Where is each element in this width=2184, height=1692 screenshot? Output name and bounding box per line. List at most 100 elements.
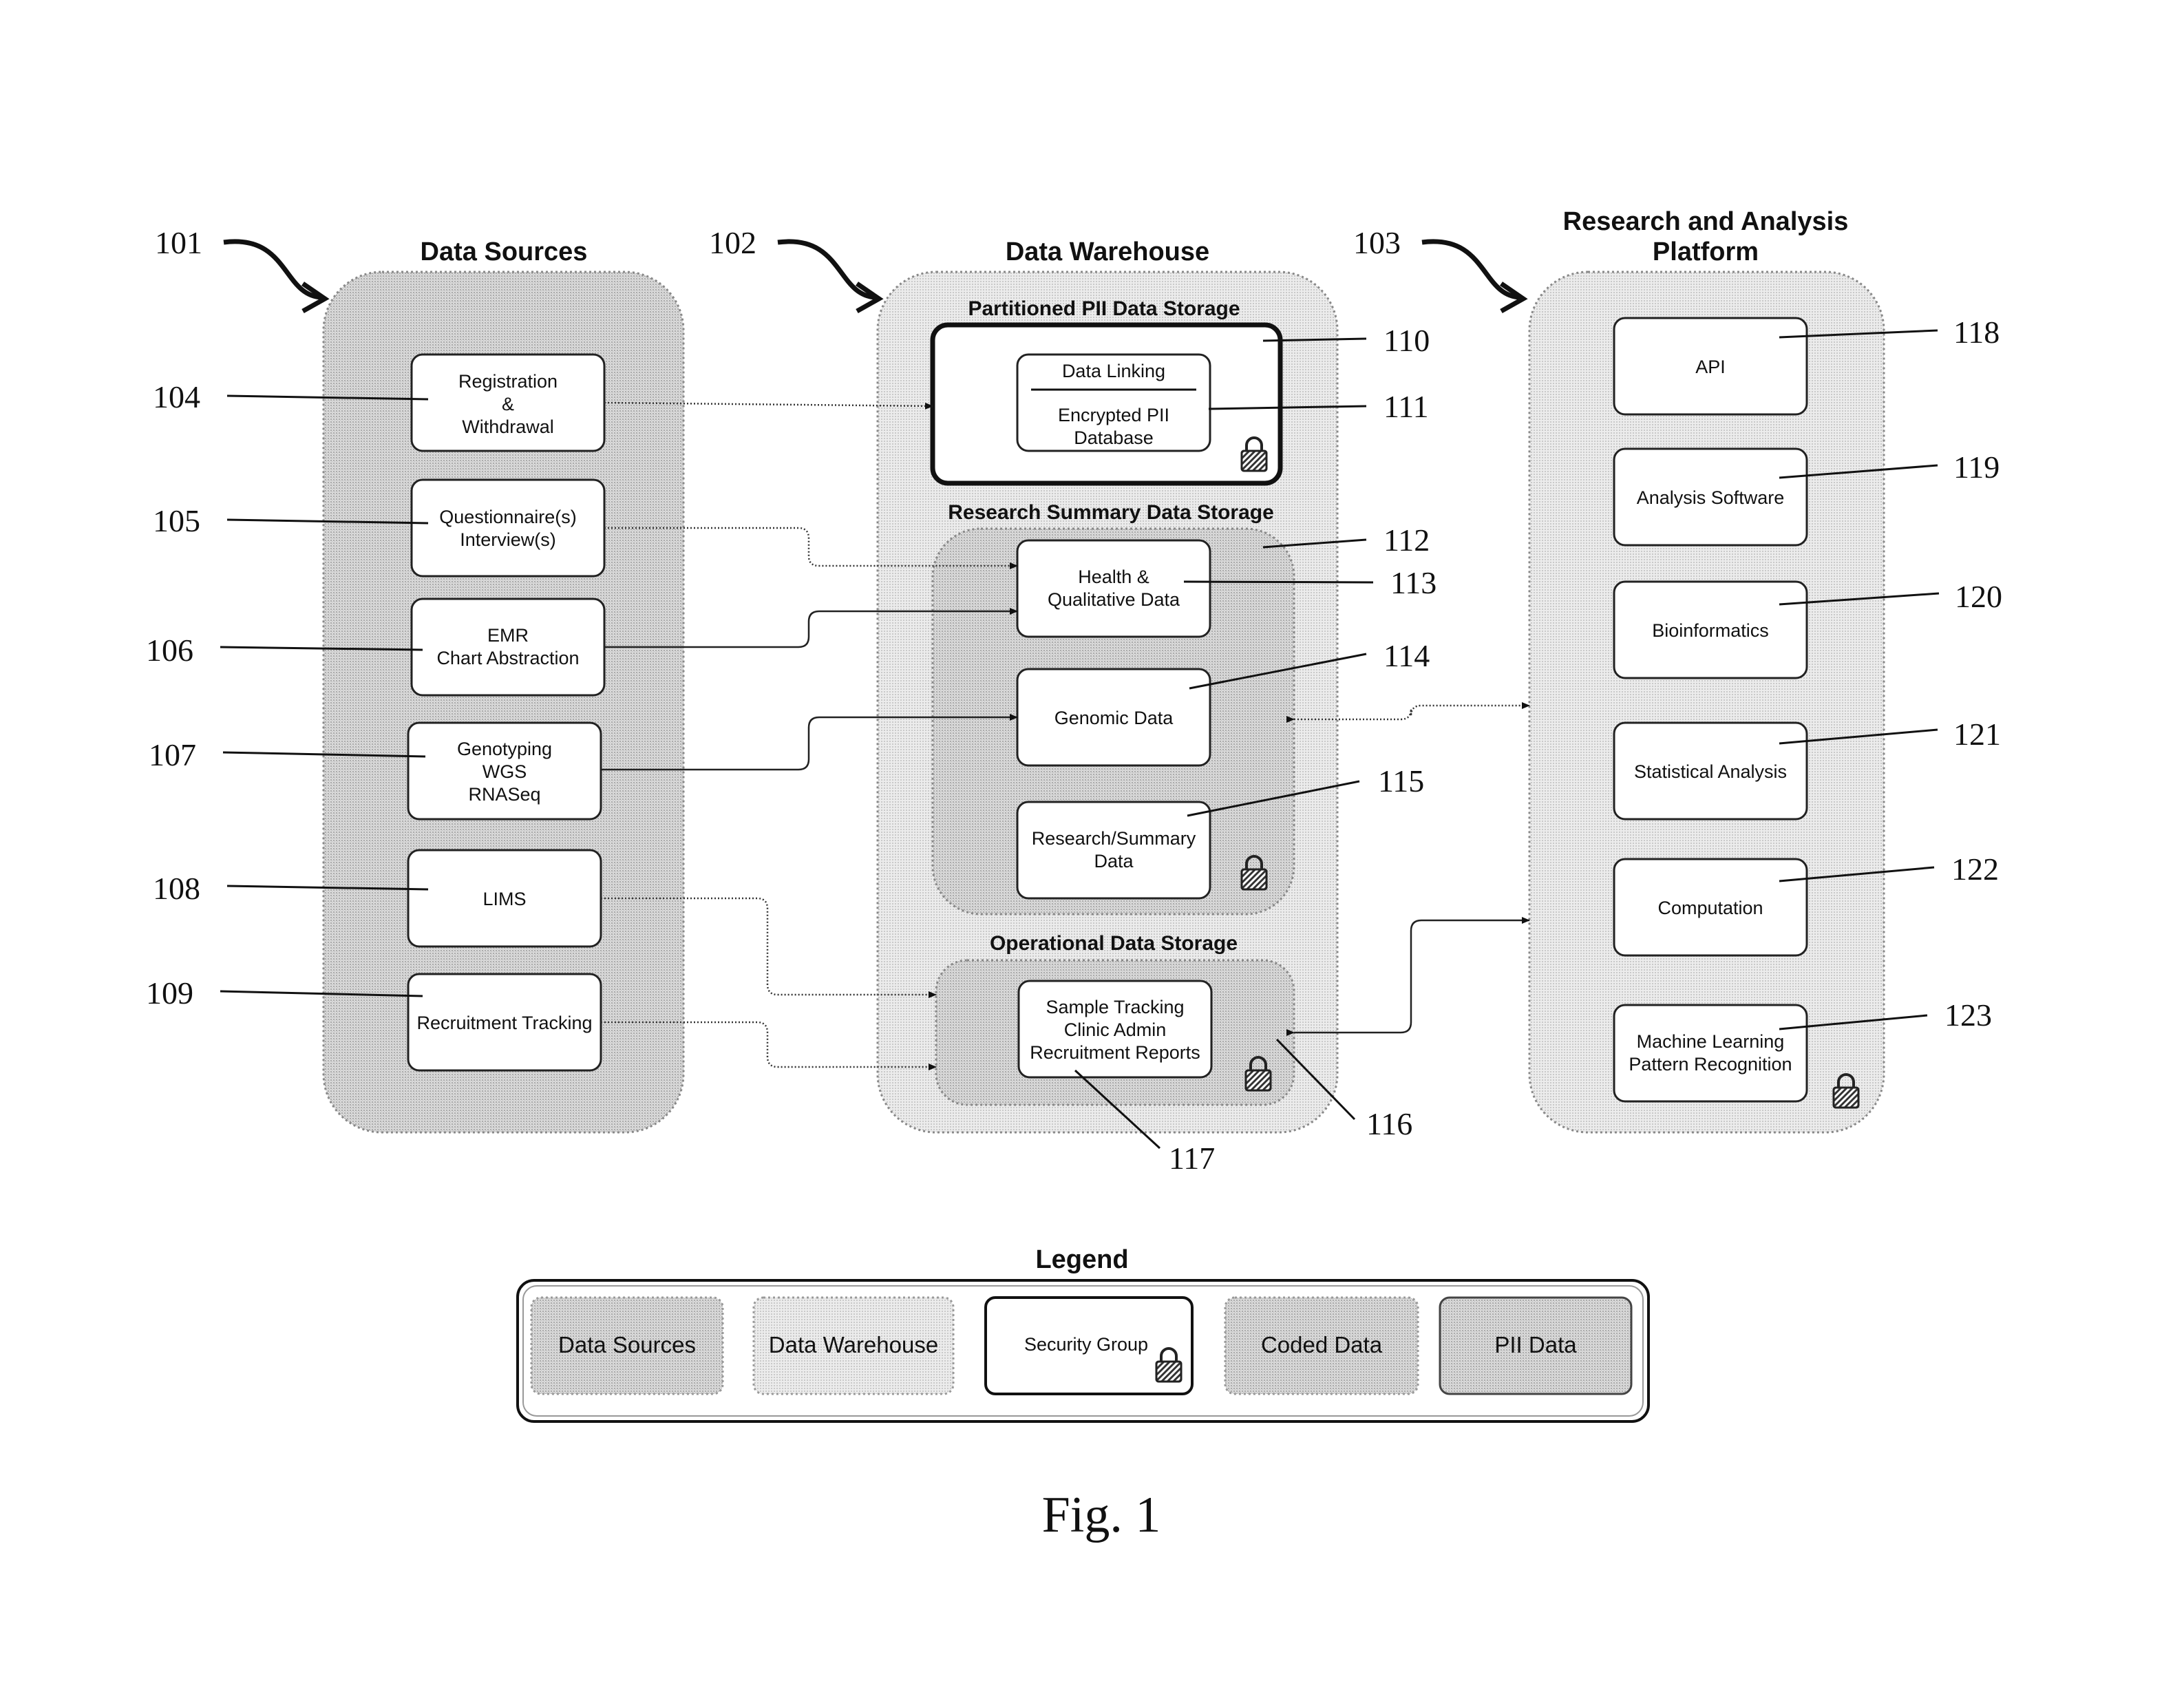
- figure-label: Fig. 1: [1042, 1487, 1161, 1543]
- svg-text:EMR: EMR: [487, 625, 529, 646]
- svg-text:Genomic Data: Genomic Data: [1054, 708, 1174, 728]
- platform-box-analysis: Analysis Software: [1613, 447, 1808, 547]
- svg-text:Analysis Software: Analysis Software: [1637, 487, 1785, 508]
- platform-title-line1: Research and Analysis: [1563, 207, 1849, 236]
- platform-box-statistical: Statistical Analysis: [1613, 721, 1808, 821]
- svg-text:&: &: [502, 394, 514, 414]
- legend-item-pii-data: PII Data: [1439, 1296, 1633, 1395]
- ref-120: 120: [1955, 579, 2002, 614]
- source-box-emr: EMR Chart Abstraction: [410, 598, 606, 697]
- ref-103: 103: [1353, 225, 1401, 260]
- ref-117: 117: [1169, 1141, 1215, 1176]
- svg-text:Database: Database: [1074, 427, 1154, 448]
- svg-text:Data Linking: Data Linking: [1062, 361, 1165, 381]
- svg-text:Security Group: Security Group: [1024, 1334, 1148, 1355]
- curly-arrow-icon: [223, 239, 323, 300]
- ref-107: 107: [149, 737, 196, 772]
- curly-arrowhead-icon: [1500, 282, 1528, 314]
- operational-storage-title: Operational Data Storage: [990, 932, 1238, 955]
- ref-101: 101: [155, 225, 202, 260]
- svg-text:Clinic Admin: Clinic Admin: [1064, 1019, 1167, 1040]
- curly-arrowhead-icon: [856, 282, 884, 314]
- ref-122: 122: [1951, 852, 1999, 887]
- curly-arrow-icon: [1421, 239, 1521, 300]
- svg-text:Chart Abstraction: Chart Abstraction: [436, 648, 579, 668]
- svg-text:LIMS: LIMS: [483, 889, 526, 909]
- platform-box-bioinformatics: Bioinformatics: [1613, 580, 1808, 679]
- operational-box: Sample Tracking Clinic Admin Recruitment…: [1017, 980, 1213, 1079]
- source-box-registration: Registration & Withdrawal: [410, 353, 606, 452]
- connector-emr-to-health: [604, 608, 1018, 648]
- curly-arrowhead-icon: [301, 282, 330, 314]
- connector-genotyping-to-genomic: [601, 714, 1018, 771]
- data-sources-title: Data Sources: [421, 237, 588, 266]
- svg-text:Statistical Analysis: Statistical Analysis: [1634, 761, 1787, 782]
- svg-text:Bioinformatics: Bioinformatics: [1652, 620, 1769, 641]
- ref-104: 104: [153, 379, 200, 414]
- svg-text:Computation: Computation: [1657, 898, 1763, 918]
- svg-text:WGS: WGS: [483, 761, 527, 782]
- svg-text:Withdrawal: Withdrawal: [462, 416, 554, 437]
- platform-box-api: API: [1613, 317, 1808, 416]
- platform-box-ml: Machine Learning Pattern Recognition: [1613, 1004, 1808, 1103]
- research-summary-box: Research/Summary Data: [1016, 801, 1211, 900]
- svg-text:Data Warehouse: Data Warehouse: [769, 1332, 938, 1357]
- svg-text:Encrypted PII: Encrypted PII: [1058, 405, 1169, 425]
- health-qualitative-box: Health & Qualitative Data: [1016, 539, 1211, 638]
- ref-113: 113: [1390, 565, 1436, 600]
- ref-118: 118: [1953, 315, 2000, 350]
- connector-operational-to-platform: [1286, 917, 1530, 1036]
- svg-text:Registration: Registration: [458, 371, 558, 392]
- ref-121: 121: [1953, 717, 2001, 752]
- curly-arrow-icon: [777, 239, 877, 300]
- svg-text:PII Data: PII Data: [1494, 1332, 1577, 1357]
- connector-lims-to-operational: [601, 897, 937, 998]
- genomic-data-box: Genomic Data: [1016, 668, 1211, 767]
- ref-102: 102: [709, 225, 756, 260]
- svg-text:Interview(s): Interview(s): [460, 529, 556, 550]
- ref-110: 110: [1383, 323, 1430, 358]
- source-box-recruitment: Recruitment Tracking: [407, 973, 602, 1072]
- source-box-lims: LIMS: [407, 849, 602, 948]
- svg-text:Research/Summary: Research/Summary: [1032, 828, 1196, 849]
- legend-frame-inner: [522, 1285, 1644, 1417]
- svg-text:Machine Learning: Machine Learning: [1637, 1031, 1785, 1052]
- connector-genomic-to-platform: [1286, 702, 1530, 723]
- svg-text:Health &: Health &: [1078, 567, 1149, 587]
- svg-text:Data: Data: [1094, 851, 1134, 871]
- research-storage-title: Research Summary Data Storage: [948, 501, 1274, 524]
- ref-114: 114: [1383, 638, 1430, 673]
- ref-105: 105: [153, 503, 200, 538]
- ref-116: 116: [1366, 1106, 1412, 1141]
- ref-109: 109: [146, 975, 193, 1011]
- ref-108: 108: [153, 871, 200, 906]
- ref-112: 112: [1383, 522, 1430, 558]
- svg-text:API: API: [1695, 357, 1726, 377]
- platform-box-computation: Computation: [1613, 858, 1808, 957]
- ref-115: 115: [1378, 763, 1424, 799]
- svg-text:Sample Tracking: Sample Tracking: [1046, 997, 1184, 1017]
- source-box-genotyping: Genotyping WGS RNASeq: [407, 721, 602, 821]
- ref-106: 106: [146, 633, 193, 668]
- svg-text:Data Sources: Data Sources: [558, 1332, 696, 1357]
- ref-111: 111: [1383, 389, 1429, 424]
- svg-text:Recruitment Reports: Recruitment Reports: [1030, 1042, 1200, 1063]
- svg-text:Coded Data: Coded Data: [1261, 1332, 1383, 1357]
- svg-text:RNASeq: RNASeq: [468, 784, 540, 805]
- pii-storage-title: Partitioned PII Data Storage: [968, 297, 1240, 320]
- source-box-questionnaire: Questionnaire(s) Interview(s): [410, 478, 606, 578]
- data-warehouse-title: Data Warehouse: [1006, 237, 1209, 266]
- encrypted-pii-box: Data Linking Encrypted PII Database: [1016, 353, 1211, 452]
- svg-text:Recruitment Tracking: Recruitment Tracking: [416, 1013, 592, 1033]
- ref-119: 119: [1953, 450, 2000, 485]
- svg-text:Questionnaire(s): Questionnaire(s): [439, 507, 577, 527]
- svg-text:Pattern Recognition: Pattern Recognition: [1629, 1054, 1792, 1075]
- legend-item-data-warehouse: Data Warehouse: [752, 1296, 955, 1395]
- svg-text:Qualitative Data: Qualitative Data: [1048, 589, 1180, 610]
- legend-item-security-group: Security Group: [984, 1296, 1194, 1395]
- legend-item-data-sources: Data Sources: [530, 1296, 724, 1395]
- legend-item-coded-data: Coded Data: [1224, 1296, 1419, 1395]
- ref-123: 123: [1944, 997, 1992, 1033]
- svg-text:Genotyping: Genotyping: [457, 739, 552, 759]
